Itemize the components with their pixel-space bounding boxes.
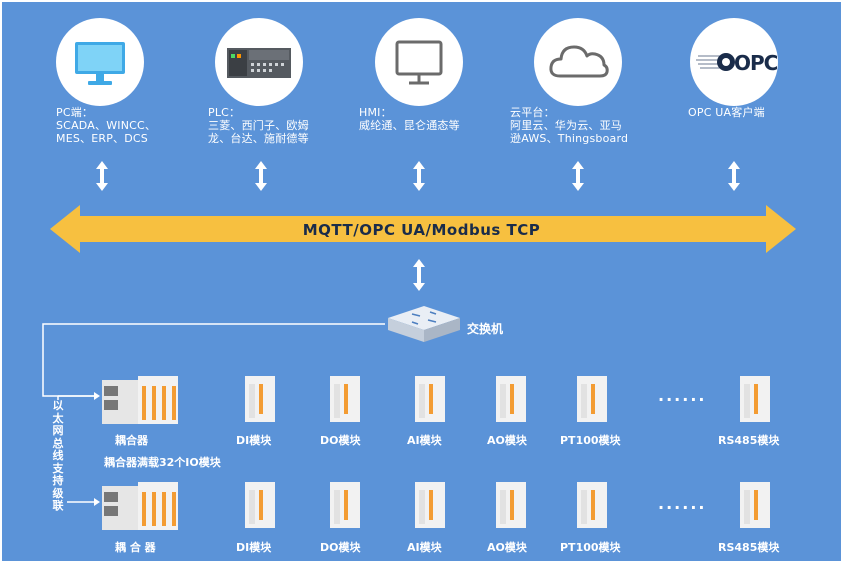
- coupler-device-icon: [102, 482, 178, 530]
- switch-label: 交换机: [467, 322, 504, 336]
- pt100-module-label: PT100模块: [560, 541, 621, 554]
- coupler-label: 耦合器: [115, 434, 148, 447]
- hmi-client-circle: [375, 18, 463, 106]
- rs485-module-label: RS485模块: [718, 434, 780, 447]
- pc-link-arrow: [96, 161, 108, 191]
- io-module-icon: [415, 376, 445, 422]
- coupler-label: 耦 合 器: [115, 541, 156, 554]
- protocol-bus-arrow: [50, 205, 796, 253]
- cloud-client-label: 云平台： 阿里云、华为云、亚马 逊AWS、Thingsboard: [510, 106, 629, 145]
- opc-logo-icon: [696, 53, 735, 71]
- protocol-bus-label: MQTT/OPC UA/Modbus TCP: [302, 221, 541, 239]
- pt100-module-label: PT100模块: [560, 434, 621, 447]
- do-module-label: DO模块: [320, 434, 361, 447]
- io-module-icon: [245, 376, 275, 422]
- io-module-icon: [496, 376, 526, 422]
- io-module-icon: [740, 376, 770, 422]
- monitor-icon: [75, 42, 125, 85]
- cloud-link-arrow: [572, 161, 584, 191]
- io-module-icon: [330, 482, 360, 528]
- io-module-icon: [577, 376, 607, 422]
- plc-client-label: PLC： 三菱、西门子、欧姆 龙、台达、施耐德等: [208, 106, 309, 145]
- plc-icon: [227, 48, 291, 78]
- ai-module-label: AI模块: [407, 434, 442, 447]
- hmi-link-arrow: [413, 161, 425, 191]
- more-modules-ellipsis: ......: [658, 494, 707, 513]
- di-module-label: DI模块: [236, 434, 272, 447]
- opc-client-circle: OPC: [690, 18, 778, 106]
- ai-module-label: AI模块: [407, 541, 442, 554]
- pc-client-circle: [56, 18, 144, 106]
- ao-module-label: AO模块: [487, 434, 527, 447]
- di-module-label: DI模块: [236, 541, 272, 554]
- opc-link-arrow: [728, 161, 740, 191]
- coupler-device-icon: [102, 376, 178, 424]
- plc-link-arrow: [255, 161, 267, 191]
- bus-switch-arrow: [413, 259, 425, 291]
- coupler-capacity-note: 耦合器满载32个IO模块: [104, 456, 221, 469]
- do-module-label: DO模块: [320, 541, 361, 554]
- ethernet-cascade-label: 以太网总线支持级联: [49, 399, 67, 513]
- more-modules-ellipsis: ......: [658, 386, 707, 405]
- io-module-icon: [415, 482, 445, 528]
- hmi-screen-icon: [395, 40, 443, 85]
- cloud-icon: [549, 45, 609, 78]
- io-module-icon: [577, 482, 607, 528]
- io-module-icon: [245, 482, 275, 528]
- io-module-icon: [740, 482, 770, 528]
- cloud-client-circle: [534, 18, 622, 106]
- io-module-icon: [496, 482, 526, 528]
- plc-client-circle: [215, 18, 303, 106]
- switch-icon: [388, 306, 460, 342]
- opc-client-label: OPC UA客户端: [688, 106, 765, 119]
- opc-logo-text: OPC: [734, 51, 778, 75]
- rs485-module-label: RS485模块: [718, 541, 780, 554]
- pc-client-label: PC端： SCADA、WINCC、 MES、ERP、DCS: [56, 106, 157, 145]
- hmi-client-label: HMI： 威纶通、昆仑通态等: [359, 106, 460, 132]
- io-module-icon: [330, 376, 360, 422]
- ao-module-label: AO模块: [487, 541, 527, 554]
